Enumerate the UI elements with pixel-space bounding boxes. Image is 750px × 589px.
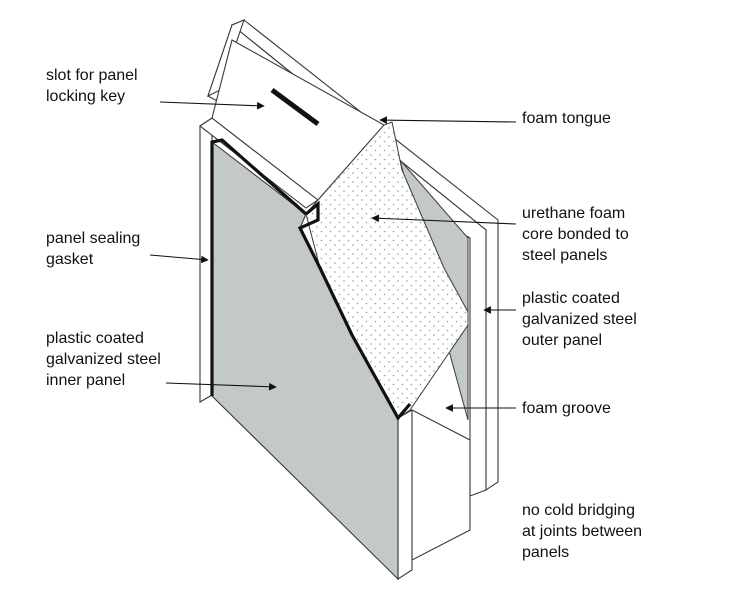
arrow-urethane (371, 214, 517, 225)
label-inner-panel-line-2: galvanized steel (46, 351, 161, 368)
label-slot-line-1: slot for panel (46, 67, 138, 84)
label-outer-panel: plastic coated galvanized steel outer pa… (522, 288, 637, 351)
inner-panel-bold-edge (297, 200, 412, 421)
panel-sealing-gasket (210, 138, 308, 396)
label-no-cold-bridging-line-1: no cold bridging (522, 502, 635, 519)
label-gasket-line-1: panel sealing (46, 230, 141, 247)
label-foam-groove: foam groove (522, 398, 611, 419)
locking-key-slot (270, 87, 320, 127)
arrow-gasket (149, 254, 209, 264)
label-foam-tongue: foam tongue (522, 108, 611, 129)
label-urethane-line-1: urethane foam (522, 205, 626, 222)
label-inner-panel-line-1: plastic coated (46, 330, 144, 347)
label-no-cold-bridging-line-3: panels (522, 544, 570, 561)
arrow-slot (159, 101, 265, 110)
label-slot-line-2: locking key (46, 88, 126, 105)
label-urethane-line-3: steel panels (522, 247, 608, 264)
label-urethane-line-2: core bonded to (522, 226, 629, 243)
label-inner-panel: plastic coated galvanized steel inner pa… (46, 328, 161, 391)
label-gasket-line-2: gasket (46, 251, 94, 268)
arrow-foam-tongue (379, 116, 517, 124)
label-outer-panel-line-2: galvanized steel (522, 311, 637, 328)
label-foam-tongue-line-1: foam tongue (522, 110, 611, 127)
label-outer-panel-line-3: outer panel (522, 332, 603, 349)
arrow-inner-panel (165, 382, 277, 391)
label-no-cold-bridging-line-2: at joints between (522, 523, 643, 540)
label-inner-panel-line-3: inner panel (46, 372, 126, 389)
label-outer-panel-line-1: plastic coated (522, 290, 620, 307)
label-panel-sealing-gasket: panel sealing gasket (46, 228, 140, 270)
label-no-cold-bridging: no cold bridging at joints between panel… (522, 500, 642, 563)
label-slot-for-panel-locking-key: slot for panel locking key (46, 65, 138, 107)
label-urethane-foam-core: urethane foam core bonded to steel panel… (522, 203, 629, 266)
label-foam-groove-line-1: foam groove (522, 400, 611, 417)
leader-arrows (149, 101, 517, 412)
